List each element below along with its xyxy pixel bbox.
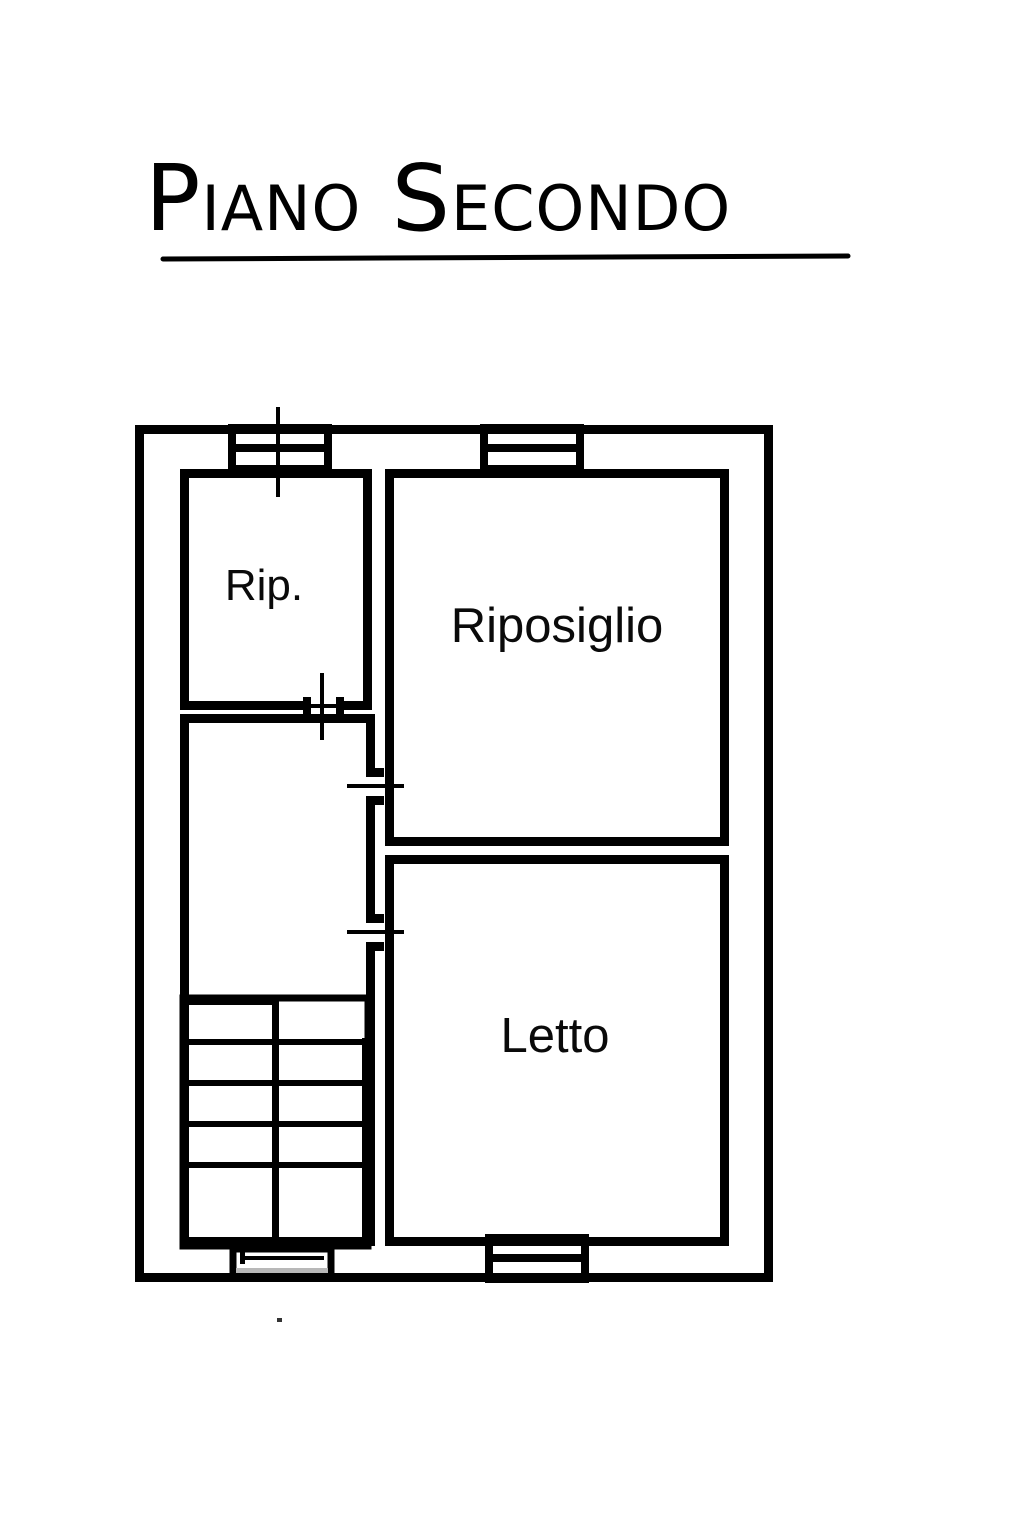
room-label-riposiglio: Riposiglio [451, 599, 663, 653]
staircase-tread [183, 1121, 368, 1127]
title-part-3: ECONDO [451, 172, 731, 245]
letto-wall-right [720, 855, 729, 1245]
letto-door-jamb-top [366, 914, 384, 923]
page-title: PIANO SECONDO [145, 145, 851, 262]
staircase-tread [183, 998, 278, 1005]
room-letto-walls [385, 855, 729, 1246]
title-part-1: IANO [201, 172, 361, 245]
riposiglio-wall-left [385, 469, 394, 846]
rip-wall-top [180, 469, 372, 478]
staircase-tread [183, 1162, 368, 1168]
plan-tick-mark [277, 1318, 282, 1322]
letto-door-jamb-bottom [366, 942, 384, 951]
riposiglio-wall-top [385, 469, 729, 478]
riposiglio-wall-right [720, 469, 729, 846]
title-part-2: S [361, 145, 451, 252]
staircase-tread [183, 1080, 368, 1086]
letto-wall-top [385, 855, 729, 864]
door-rip [292, 673, 352, 740]
room-riposiglio-walls [385, 469, 729, 846]
rip-wall-bottom-right [340, 701, 372, 710]
corridor-wall-top [180, 714, 374, 723]
letto-wall-bottom [385, 1237, 729, 1246]
title-part-0: P [145, 145, 201, 252]
riposiglio-door-jamb-bottom [366, 796, 384, 805]
staircase-tread [183, 1039, 368, 1045]
exterior-walls [135, 425, 773, 1282]
rip-wall-right [363, 469, 372, 710]
corridor-wall-right-a [366, 714, 375, 772]
exterior-wall-right [764, 425, 773, 1282]
title-underline [160, 253, 851, 262]
rip-wall-bottom-left [180, 701, 305, 710]
exterior-wall-bottom [135, 1273, 773, 1282]
rip-wall-left [180, 469, 189, 710]
page-title-text: PIANO SECONDO [145, 145, 731, 252]
exterior-wall-top [135, 425, 773, 434]
exterior-wall-left [135, 425, 144, 1282]
corridor-wall-right-b [366, 800, 375, 918]
room-label-rip: Rip. [225, 561, 303, 610]
letto-wall-left [385, 855, 394, 1245]
corridor-wall-left [180, 714, 189, 1246]
riposiglio-door-jamb-top [366, 768, 384, 777]
room-label-letto: Letto [501, 1009, 610, 1063]
staircase-right-stringer [362, 1038, 369, 1246]
window-bottom-stair [229, 1245, 335, 1281]
riposiglio-wall-bottom [385, 837, 729, 846]
